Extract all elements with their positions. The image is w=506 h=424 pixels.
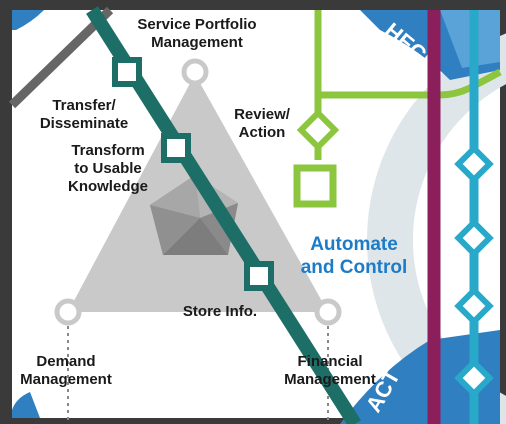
cyan-stations: [454, 144, 494, 398]
label-transfer-disseminate: Transfer/ Disseminate: [40, 97, 128, 132]
station-review-action: [296, 108, 340, 152]
station-automate-square: [293, 164, 337, 208]
svg-text:Demand: Demand: [36, 353, 95, 370]
label-transform: Transform to Usable Knowledge: [68, 142, 148, 195]
svg-text:Automate: Automate: [310, 234, 398, 255]
ring-fragment-top-left: [12, 10, 44, 30]
svg-text:Management: Management: [20, 371, 112, 388]
svg-text:to Usable: to Usable: [74, 160, 142, 177]
label-service-portfolio: Service Portfolio Management: [137, 16, 256, 51]
svg-text:Store Info.: Store Info.: [183, 303, 257, 320]
station-demand-management: [54, 298, 82, 326]
svg-text:Financial: Financial: [297, 353, 362, 370]
station-financial-management: [314, 298, 342, 326]
svg-text:Knowledge: Knowledge: [68, 178, 148, 195]
svg-text:and Control: and Control: [301, 257, 408, 278]
svg-text:Management: Management: [284, 371, 376, 388]
gem-icon: [150, 175, 238, 255]
svg-text:Service Portfolio: Service Portfolio: [137, 16, 256, 33]
label-store-info: Store Info.: [183, 303, 257, 320]
svg-text:Disseminate: Disseminate: [40, 115, 128, 132]
label-automate-control: Automate and Control: [301, 234, 408, 278]
ring-light-arc: [367, 33, 506, 424]
svg-text:Management: Management: [151, 34, 243, 51]
label-financial-management: Financial Management: [284, 353, 376, 388]
station-store-info: [244, 261, 274, 291]
svg-text:Transform: Transform: [71, 142, 144, 159]
label-review-action: Review/ Action: [234, 106, 291, 141]
station-transfer-disseminate: [112, 57, 142, 87]
label-demand-management: Demand Management: [20, 353, 112, 388]
gray-line: [8, 6, 114, 109]
svg-text:Review/: Review/: [234, 106, 291, 123]
ring-blue-arc-bottom-left: [12, 392, 40, 418]
svg-text:Action: Action: [239, 124, 286, 141]
svg-text:Transfer/: Transfer/: [52, 97, 116, 114]
station-service-portfolio: [181, 58, 209, 86]
station-transform: [161, 133, 191, 163]
ring-blue-arc-bottom: [340, 330, 500, 424]
